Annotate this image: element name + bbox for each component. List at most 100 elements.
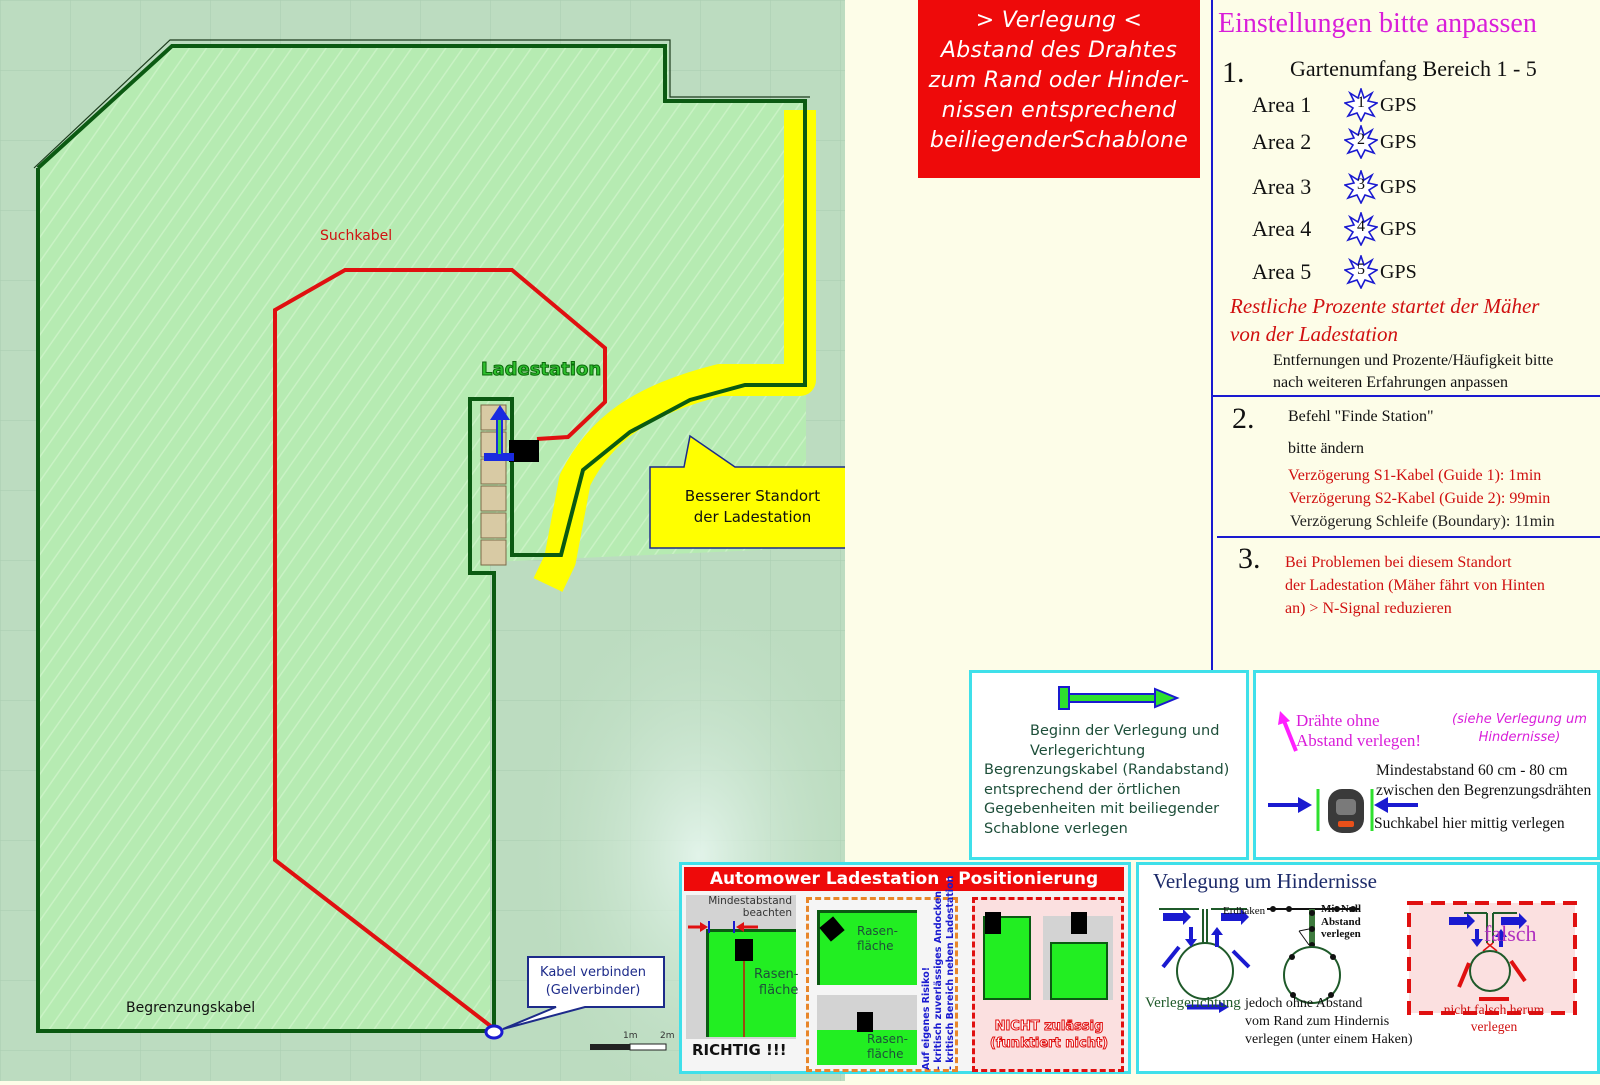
boundary-cable-label: Begrenzungskabel: [126, 1000, 256, 1016]
callout-connect-bubble: [502, 956, 665, 1030]
no-gap-line: Abstand verlegen!: [1296, 731, 1422, 750]
step2-heading: Befehl "Finde Station": [1288, 408, 1434, 425]
label-line: fläche: [857, 939, 894, 953]
area-label: Area 3: [1252, 174, 1312, 199]
area-star-icon: 2: [1344, 125, 1378, 159]
obstacle-diagrams: [1159, 901, 1577, 1015]
boundary-wire: [36, 44, 807, 1033]
note-line: verlegen: [1470, 1019, 1518, 1034]
start-direction-arrow-icon: [484, 405, 514, 461]
callout-line: der Ladestation: [693, 508, 812, 526]
notice-line: nissen entsprechend: [941, 98, 1177, 123]
note-line: Restliche Prozente startet der Mäher: [1230, 294, 1540, 318]
callout-line: Besserer Standort: [684, 487, 821, 505]
settings-title: Einstellungen bitte anpassen: [1218, 8, 1537, 39]
area-star-icon: 4: [1344, 212, 1378, 246]
area-badge: 3: [1357, 176, 1365, 193]
charging-station-label: Ladestation: [480, 359, 602, 381]
panel-station-positioning: Automower Ladestation - Positionierung M…: [679, 862, 1131, 1074]
charging-station: [509, 440, 539, 462]
begin-line: Gegebenheiten mit beiliegender: [984, 801, 1220, 817]
min-distance-line: Mindestabstand 60 cm - 80 cm: [1376, 762, 1568, 779]
settings-panel: [1211, 0, 1600, 672]
callout-line: (Gelverbinder): [545, 983, 641, 998]
wrong-loop-icon: [1407, 901, 1577, 1015]
area-gps: GPS: [1380, 175, 1417, 198]
search-wire: [273, 268, 607, 1033]
garden-plan-drawing: [0, 0, 856, 1081]
note-line: nach weiteren Erfahrungen anpassen: [1273, 374, 1508, 391]
begin-line: Schablone verlegen: [984, 820, 1128, 837]
see-also-text: (siehe Verlegung um Hindernisse): [1452, 711, 1587, 747]
step3-text: Bei Problemen bei diesem Standort der La…: [1285, 551, 1545, 620]
step-number-1: 1.: [1222, 56, 1245, 89]
cable-connector-icon: [484, 1024, 504, 1040]
scale-bar: [590, 1043, 667, 1051]
correct-label: RICHTIG !!!: [692, 1041, 787, 1059]
risk-text: Auf eigenes Risiko! - kritisch zuverläss…: [921, 876, 957, 1070]
note-line: Entfernungen und Prozente/Häufigkeit bit…: [1273, 352, 1554, 369]
see-also-line: (siehe Verlegung um: [1452, 712, 1587, 727]
min-distance-label: Mindestabstand beachten: [708, 895, 792, 919]
risk-line: - kritisch Bereich neben Ladestation: [945, 875, 956, 1070]
label-line: NICHT zulässig: [994, 1019, 1104, 1035]
center-cable-text: Suchkabel hier mittig verlegen: [1374, 815, 1565, 832]
adjust-note: Entfernungen und Prozente/Häufigkeit bit…: [1273, 350, 1553, 394]
area-gps: GPS: [1380, 260, 1417, 283]
delay-boundary: Verzögerung Schleife (Boundary): 11min: [1290, 513, 1555, 530]
wrong-label: falsch: [1484, 921, 1537, 946]
garden-plan: Suchkabel Begrenzungskabel Ladestation B…: [0, 0, 856, 1081]
step2-sub: bitte ändern: [1288, 440, 1364, 457]
area-gps: GPS: [1380, 93, 1417, 116]
label-line: Rasen-: [754, 967, 799, 982]
delay-s1: Verzögerung S1-Kabel (Guide 1): 1min: [1288, 467, 1542, 484]
zero-gap-loop-icon: [1267, 906, 1359, 1004]
scale-tick-1m: 1m: [623, 1031, 638, 1041]
note-line: von der Ladestation: [1230, 322, 1398, 346]
hooks-label: Erdhaken: [1223, 905, 1266, 917]
notice-line: beiliegenderSchablone: [929, 128, 1189, 153]
start-arrow-icon: [1058, 686, 1180, 710]
see-also-line: Hindernisse): [1478, 730, 1561, 745]
risk-line: - kritisch zuverlässiges Andocken: [933, 890, 944, 1070]
label-line: verlegen: [1321, 928, 1361, 940]
area-badge: 4: [1357, 218, 1365, 235]
distance-arrows-icon: [688, 921, 758, 933]
begin-line: Beginn der Verlegung und: [1030, 723, 1220, 739]
area-badge: 5: [1357, 261, 1365, 278]
lawn-label: Rasen- fläche: [867, 1032, 908, 1062]
label-line: Rasen-: [867, 1032, 908, 1046]
remaining-percent-note: Restliche Prozente startet der Mäher von…: [1230, 292, 1539, 348]
obstacles-title: Verlegung um Hindernisse: [1153, 869, 1377, 893]
wrong-note: nicht falsch herum verlegen: [1419, 1001, 1569, 1035]
divider: [1211, 395, 1600, 397]
risk-line: Auf eigenes Risiko!: [921, 966, 932, 1070]
scale-tick-2m: 2m: [660, 1031, 675, 1041]
label-line: fläche: [867, 1047, 904, 1061]
area-star-icon: 5: [1344, 255, 1378, 289]
begin-text-head: Beginn der Verlegung und Verlegerichtung: [1030, 721, 1219, 761]
step3-line: der Ladestation (Mäher fährt von Hinten: [1285, 577, 1545, 594]
area-star-icon: 1: [1344, 88, 1378, 122]
zero-gap-text: Mit Null Abstand verlegen: [1321, 903, 1361, 941]
no-gap-line: Drähte ohne: [1296, 711, 1380, 730]
area-row-4: Area 4 4 GPS: [1252, 212, 1417, 246]
lawn-label: Rasen- fläche: [754, 967, 798, 999]
area-gps: GPS: [1380, 130, 1417, 153]
panel-laying-start: Beginn der Verlegung und Verlegerichtung…: [969, 670, 1249, 860]
label-line: Rasen-: [857, 924, 898, 938]
callout-line: Kabel verbinden: [540, 965, 646, 980]
area-row-1: Area 1 1 GPS: [1252, 88, 1417, 122]
notice-line: > Verlegung <: [975, 8, 1143, 33]
no-gap-text: Drähte ohne Abstand verlegen!: [1296, 711, 1421, 751]
not-allowed-label: NICHT zulässig (funktiert nicht): [981, 1018, 1117, 1052]
area-label: Area 1: [1252, 92, 1312, 117]
note-line: vom Rand zum Hindernis: [1245, 1014, 1390, 1029]
label-line: beachten: [742, 907, 792, 919]
min-distance-line: zwischen den Begrenzungsdrähten: [1376, 782, 1592, 799]
area-star-icon: 3: [1344, 170, 1378, 204]
callout-better-location-bubble: [649, 434, 856, 549]
area-label: Area 4: [1252, 216, 1312, 241]
step1-heading: Gartenumfang Bereich 1 - 5: [1290, 56, 1537, 81]
area-badge: 2: [1357, 131, 1365, 148]
